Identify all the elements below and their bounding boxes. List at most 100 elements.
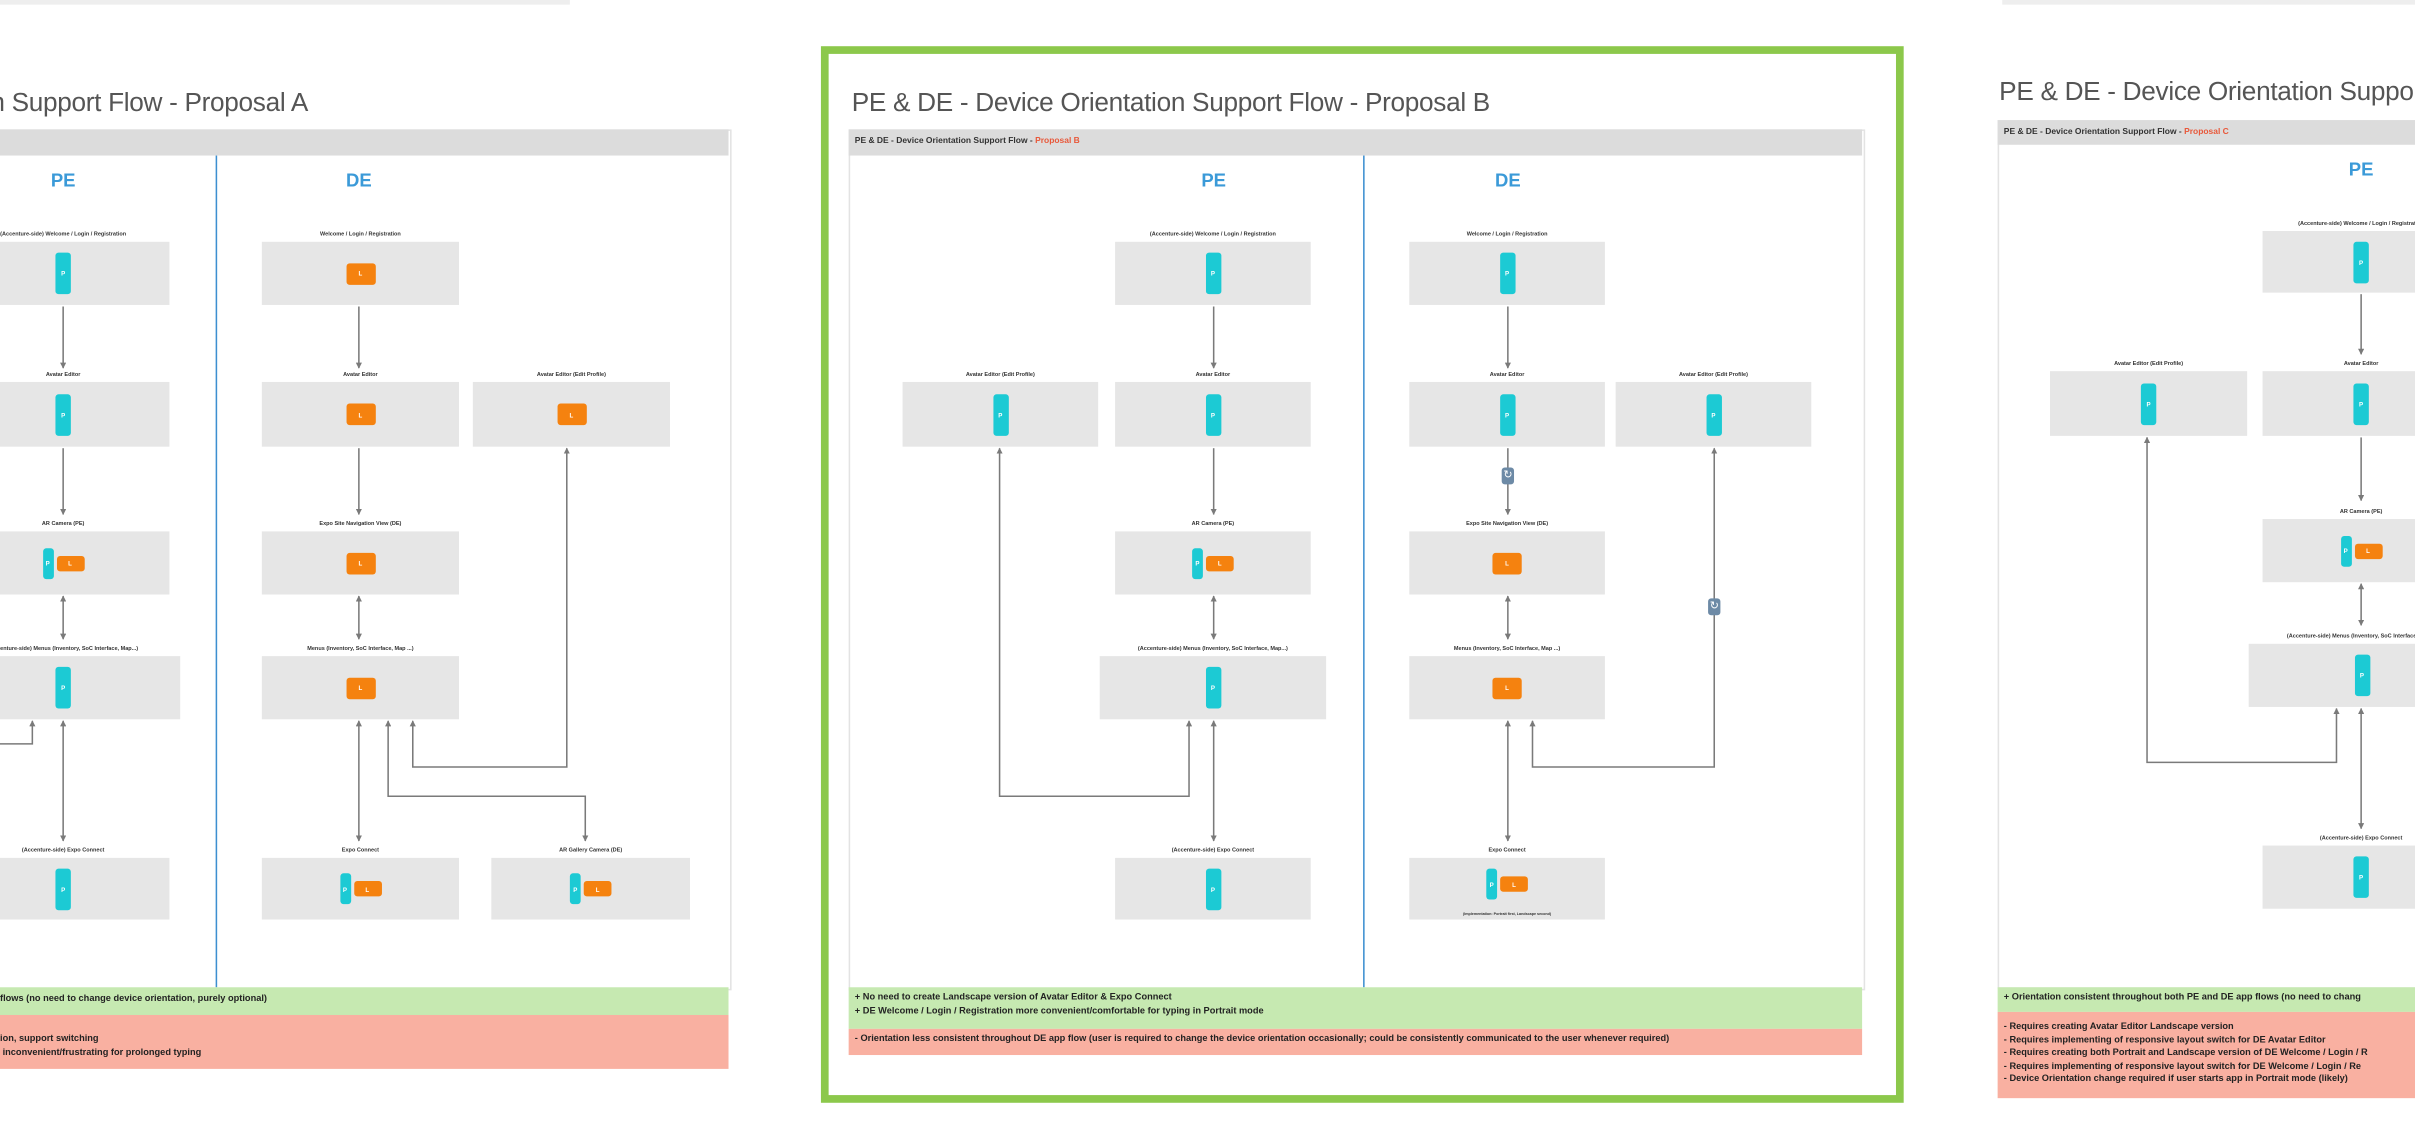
screen-node[interactable]: P bbox=[2050, 371, 2248, 436]
screen-label: (Accenture-side) Menus (Inventory, SoC I… bbox=[2286, 632, 2415, 639]
proposal-label: Proposal C bbox=[2184, 127, 2229, 138]
frame-title: n Support Flow - Proposal A bbox=[0, 87, 309, 118]
orientation-badges: L bbox=[473, 382, 670, 447]
orientation-badges: P bbox=[1409, 382, 1605, 447]
screen-node[interactable]: P bbox=[0, 857, 170, 920]
screen-node[interactable]: P bbox=[2262, 845, 2415, 909]
orientation-badges: L bbox=[1409, 531, 1605, 594]
screen-label: Expo Connect bbox=[1488, 846, 1526, 853]
screen-node[interactable]: P bbox=[1409, 241, 1605, 305]
screen-node[interactable]: P bbox=[2262, 371, 2415, 436]
orientation-badges: P bbox=[0, 242, 169, 305]
screen-label: Avatar Editor bbox=[2343, 359, 2379, 366]
screen-node[interactable]: P bbox=[902, 381, 1099, 447]
portrait-badge: P bbox=[55, 666, 71, 709]
board-header-title: PE & DE - Device Orientation Support Flo… bbox=[2003, 127, 2185, 138]
orientation-badges: P bbox=[0, 656, 180, 719]
flow-arrow bbox=[385, 720, 589, 842]
orientation-badges: P bbox=[2263, 846, 2415, 909]
portrait-badge: P bbox=[1705, 393, 1722, 436]
pro-item: + DE Welcome / Login / Registration more… bbox=[854, 1007, 1264, 1017]
pe-de-divider bbox=[215, 155, 218, 988]
screen-label: (Accenture-side) Welcome / Login / Regis… bbox=[2298, 219, 2415, 226]
column-header-de: DE bbox=[1495, 169, 1521, 191]
pros-section: + No need to create Landscape version of… bbox=[848, 987, 1863, 1029]
screen-label: Avatar Editor (Edit Profile) bbox=[965, 370, 1035, 377]
orientation-badges: P bbox=[1100, 656, 1326, 719]
screen-label: Avatar Editor bbox=[1195, 370, 1231, 377]
orientation-badges: L bbox=[1409, 656, 1605, 719]
landscape-badge: L bbox=[345, 403, 376, 426]
portrait-badge: P bbox=[1205, 393, 1221, 436]
screen-label: (Accenture-side) Welcome / Login / Regis… bbox=[0, 230, 127, 237]
rotate-icon: ↻ bbox=[1708, 598, 1721, 616]
board-header-title: PE & DE - Device Orientation Support Flo… bbox=[854, 137, 1036, 147]
column-header-pe: PE bbox=[50, 169, 76, 191]
landscape-badge: L bbox=[56, 555, 84, 571]
screen-node[interactable]: P bbox=[1115, 381, 1311, 447]
portrait-badge: P bbox=[2140, 382, 2157, 425]
portrait-badge: P bbox=[42, 547, 54, 579]
screen-label: (Accenture-side) Menus (Inventory, SoC I… bbox=[0, 644, 139, 651]
portrait-badge: P bbox=[2353, 382, 2369, 425]
screen-label: Welcome / Login / Registration bbox=[320, 230, 401, 237]
screen-node[interactable]: L bbox=[261, 381, 459, 447]
screen-label: Avatar Editor bbox=[45, 370, 81, 377]
portrait-badge: P bbox=[1205, 666, 1221, 709]
screen-node[interactable]: P bbox=[1115, 857, 1311, 920]
cons-section: - Requires creating Avatar Editor Landsc… bbox=[1997, 1011, 2415, 1099]
board-header: PE & DE - Device Orientation Support Flo… bbox=[848, 129, 1863, 156]
frame-title: PE & DE - Device Orientation Support Flo… bbox=[851, 87, 1491, 118]
portrait-badge: P bbox=[1499, 393, 1515, 436]
board-header: PE & DE - Device Orientation Support Flo… bbox=[1997, 120, 2415, 145]
screen-node[interactable]: P bbox=[0, 656, 181, 720]
screen-label: Expo Site Navigation View (DE) bbox=[1466, 519, 1549, 526]
landscape-badge: L bbox=[1500, 876, 1528, 892]
portrait-badge: P bbox=[55, 867, 71, 910]
flow-arrow bbox=[2143, 436, 2340, 764]
orientation-badges: L bbox=[262, 656, 459, 719]
screen-node[interactable]: P bbox=[1615, 381, 1812, 447]
screen-node[interactable]: L bbox=[472, 381, 670, 447]
screen-node[interactable]: P bbox=[1409, 381, 1605, 447]
orientation-badges: P bbox=[1409, 242, 1605, 305]
orientation-badges: L bbox=[262, 242, 459, 305]
cons-section: ion, support switching inconvenient/frus… bbox=[0, 1014, 729, 1069]
screen-node[interactable]: L bbox=[261, 241, 459, 305]
implementation-note: (Implementation: Portrait first, Landsca… bbox=[1462, 911, 1552, 917]
orientation-badges: P bbox=[1115, 858, 1311, 920]
screen-node[interactable]: P bbox=[1115, 241, 1311, 305]
screen-label: Menus (Inventory, SoC Interface, Map ...… bbox=[1453, 644, 1561, 651]
screen-label: Expo Site Navigation View (DE) bbox=[319, 519, 402, 526]
con-item: - Requires implementing of responsive la… bbox=[2003, 1062, 2362, 1072]
rotate-icon: ↻ bbox=[1501, 467, 1515, 485]
screen-node[interactable]: P bbox=[0, 381, 170, 447]
screen-node[interactable]: P bbox=[2262, 231, 2415, 293]
screen-label: (Accenture-side) Expo Connect bbox=[21, 846, 105, 853]
pro-item: + Orientation consistent throughout both… bbox=[2003, 993, 2361, 1003]
screen-label: Avatar Editor (Edit Profile) bbox=[1678, 370, 1748, 377]
screen-label: (Accenture-side) Expo Connect bbox=[1171, 846, 1255, 853]
landscape-badge: L bbox=[1205, 555, 1234, 571]
screen-node[interactable]: P bbox=[0, 241, 170, 305]
portrait-badge: P bbox=[2353, 856, 2369, 898]
pro-item: + No need to create Landscape version of… bbox=[854, 993, 1172, 1003]
screen-label: Avatar Editor bbox=[1489, 370, 1525, 377]
portrait-badge: P bbox=[1486, 868, 1498, 900]
orientation-badges: P bbox=[0, 858, 169, 920]
screen-label: Menus (Inventory, SoC Interface, Map ...… bbox=[307, 644, 414, 651]
portrait-badge: P bbox=[2353, 241, 2369, 283]
screen-label: AR Camera (PE) bbox=[1191, 519, 1235, 526]
